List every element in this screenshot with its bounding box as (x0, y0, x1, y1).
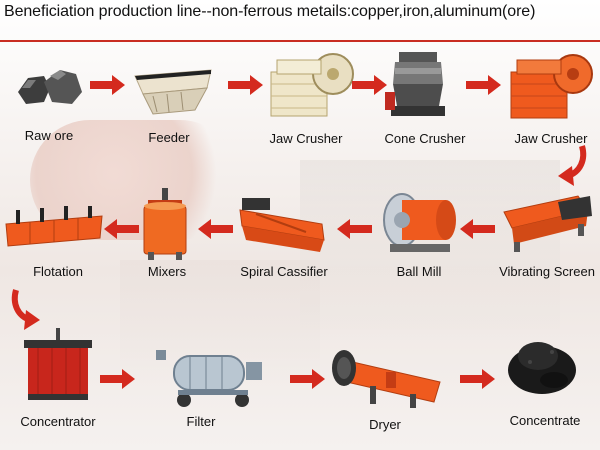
step-label-spiral-classifier: Spiral Cassifier (240, 264, 328, 279)
concentrate-image (508, 342, 576, 394)
feeder-image (134, 69, 212, 115)
step-label-jaw-crusher-1: Jaw Crusher (269, 131, 343, 146)
mixers-image (143, 188, 187, 260)
title-underline (0, 40, 600, 42)
curved-arrow-down-icon (11, 289, 40, 330)
concentrator-image (24, 328, 92, 400)
arrow-left-icon (104, 219, 139, 239)
step-label-dryer: Dryer (369, 417, 401, 432)
dryer-image (332, 350, 441, 408)
arrow-right-icon (460, 369, 495, 389)
step-label-feeder: Feeder (148, 130, 190, 145)
arrow-right-icon (466, 75, 501, 95)
step-label-concentrate: Concentrate (509, 413, 581, 428)
jaw-crusher-2-image (510, 54, 593, 119)
flotation-image (5, 206, 103, 247)
arrow-right-icon (352, 75, 387, 95)
step-label-flotation: Flotation (33, 264, 83, 279)
raw-ore-image (18, 70, 82, 104)
ball-mill-image (383, 193, 456, 252)
arrow-left-icon (198, 219, 233, 239)
step-label-cone-crusher: Cone Crusher (384, 131, 466, 146)
vibrating-screen-image (503, 195, 592, 252)
step-label-concentrator: Concentrator (20, 414, 96, 429)
spiral-classifier-image (239, 198, 325, 252)
step-label-raw-ore: Raw ore (24, 128, 74, 143)
arrow-left-icon (460, 219, 495, 239)
step-label-jaw-crusher-2: Jaw Crusher (514, 131, 588, 146)
jaw-crusher-1-image (270, 53, 354, 117)
page-title: Beneficiation production line--non-ferro… (4, 3, 536, 20)
arrow-right-icon (290, 369, 325, 389)
cone-crusher-image (385, 52, 445, 116)
arrow-right-icon (228, 75, 263, 95)
step-label-mixers: Mixers (147, 264, 187, 279)
arrow-left-icon (337, 219, 372, 239)
filter-image (156, 350, 262, 407)
curved-arrow-down-icon (558, 145, 587, 186)
step-label-filter: Filter (186, 414, 216, 429)
step-label-ball-mill: Ball Mill (396, 264, 442, 279)
step-label-vibrating-screen: Vibrating Screen (499, 264, 595, 279)
arrow-right-icon (90, 75, 125, 95)
arrow-right-icon (100, 369, 135, 389)
